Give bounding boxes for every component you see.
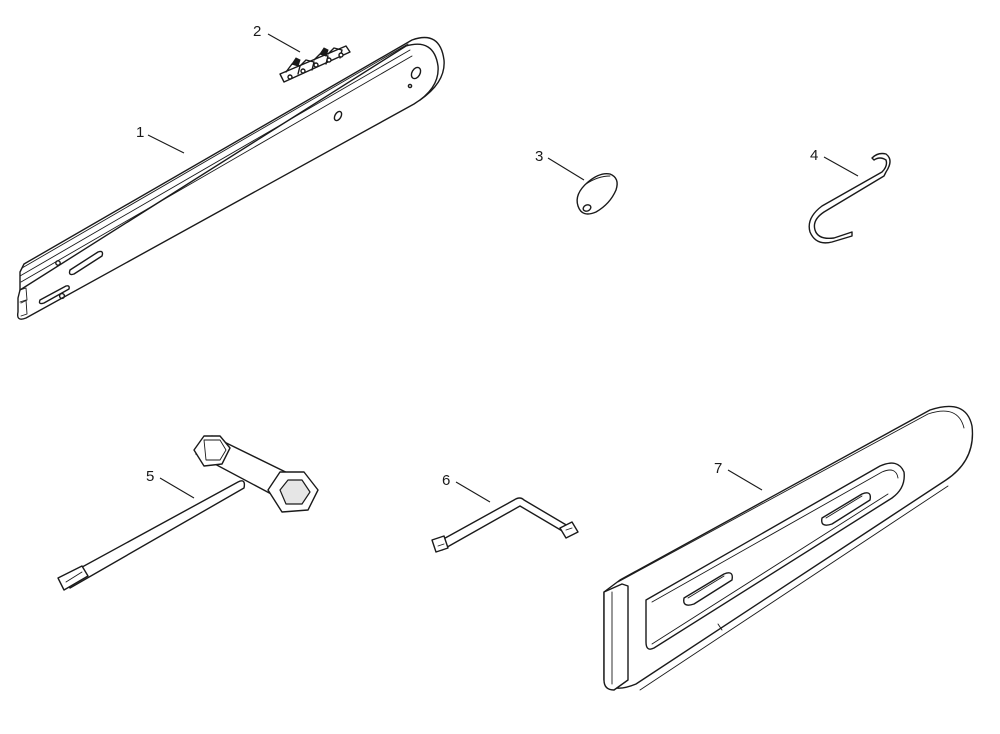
- callout-5: 5: [146, 468, 195, 499]
- callout-3-number: 3: [535, 148, 543, 165]
- callout-4-number: 4: [810, 147, 818, 164]
- part-scabbard: [603, 405, 974, 691]
- callout-6-number: 6: [442, 472, 450, 489]
- callout-1: 1: [136, 124, 185, 154]
- part-chain: [279, 45, 351, 83]
- callout-6: 6: [442, 472, 491, 503]
- part-hook: [808, 152, 891, 244]
- callout-4: 4: [810, 147, 859, 177]
- part-hex-key: [431, 497, 579, 553]
- callout-2-number: 2: [253, 23, 261, 40]
- callout-7-number: 7: [714, 460, 722, 477]
- part-cap: [576, 172, 618, 215]
- callout-7: 7: [714, 460, 763, 491]
- part-guide-bar: [16, 36, 445, 320]
- callout-5-number: 5: [146, 468, 154, 485]
- callout-1-number: 1: [136, 124, 144, 141]
- part-t-wrench: [57, 435, 319, 591]
- callout-3: 3: [535, 148, 585, 181]
- callout-2: 2: [253, 23, 301, 53]
